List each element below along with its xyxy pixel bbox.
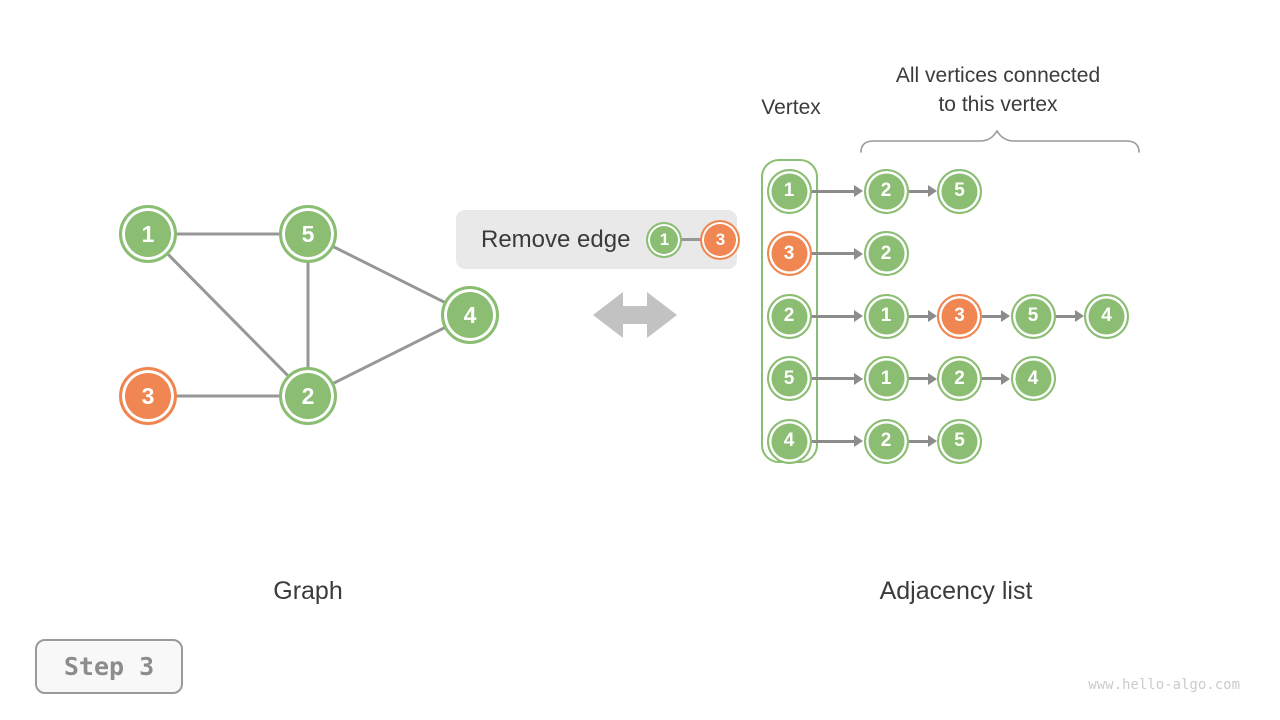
remove-edge-label: Remove edge: [481, 225, 631, 253]
adjacency-vertex: 4: [766, 418, 812, 464]
step-badge: Step 3: [35, 639, 183, 694]
arrow-icon: [908, 435, 937, 447]
remove-edge-pair: 1 3: [646, 219, 741, 260]
arrow-icon: [812, 372, 863, 385]
vertex-column-header: Vertex: [761, 96, 821, 119]
arrow-icon: [908, 372, 937, 385]
adjacency-neighbor: 2: [863, 231, 909, 276]
arrow-icon: [812, 435, 863, 447]
adjacency-neighbor: 4: [1010, 356, 1056, 401]
arrow-icon: [908, 185, 937, 197]
brace-icon: [860, 129, 1140, 153]
adjacency-vertex: 3: [766, 231, 812, 276]
arrow-icon: [1055, 310, 1084, 322]
adjacency-neighbor: 5: [937, 168, 982, 214]
arrow-icon: [982, 310, 1010, 322]
arrow-icon: [908, 310, 937, 322]
double-arrow-icon: [593, 292, 677, 338]
watermark: www.hello-algo.com: [1088, 677, 1240, 693]
connected-header-line1: All vertices connected: [895, 64, 1101, 87]
arrow-icon: [982, 372, 1010, 385]
graph-vertex-2: 2: [279, 367, 337, 425]
adjacency-neighbor: 2: [863, 418, 909, 464]
graph-caption: Graph: [273, 577, 343, 605]
adjacency-neighbor: 5: [937, 418, 982, 464]
arrow-icon: [812, 247, 863, 260]
adjacency-neighbor: 5: [1010, 293, 1056, 339]
arrow-icon: [812, 185, 863, 197]
connected-column-header: All vertices connected to this vertex: [838, 61, 1158, 119]
connected-header-line2: to this vertex: [938, 93, 1058, 116]
remove-edge-vertex-3: 3: [700, 219, 741, 260]
adjacency-neighbor: 1: [863, 293, 909, 339]
adjacency-neighbor: 2: [937, 356, 982, 401]
remove-edge-connector: [680, 238, 703, 241]
graph-vertex-3: 3: [119, 367, 177, 425]
adjacency-neighbor: 3: [937, 293, 982, 339]
adjacency-neighbor: 4: [1084, 293, 1129, 339]
remove-edge-vertex-1: 1: [646, 221, 683, 258]
adjacency-vertex: 1: [766, 168, 812, 214]
adjacency-caption: Adjacency list: [879, 577, 1033, 605]
arrow-icon: [812, 310, 863, 322]
adjacency-neighbor: 2: [863, 168, 909, 214]
graph-vertex-1: 1: [119, 205, 177, 263]
graph-vertex-5: 5: [279, 205, 337, 263]
adjacency-neighbor: 1: [863, 356, 909, 401]
adjacency-vertex: 5: [766, 356, 812, 401]
remove-edge-box: Remove edge 1 3: [456, 210, 741, 269]
graph-vertex-4: 4: [441, 286, 499, 344]
adjacency-vertex: 2: [766, 293, 812, 339]
